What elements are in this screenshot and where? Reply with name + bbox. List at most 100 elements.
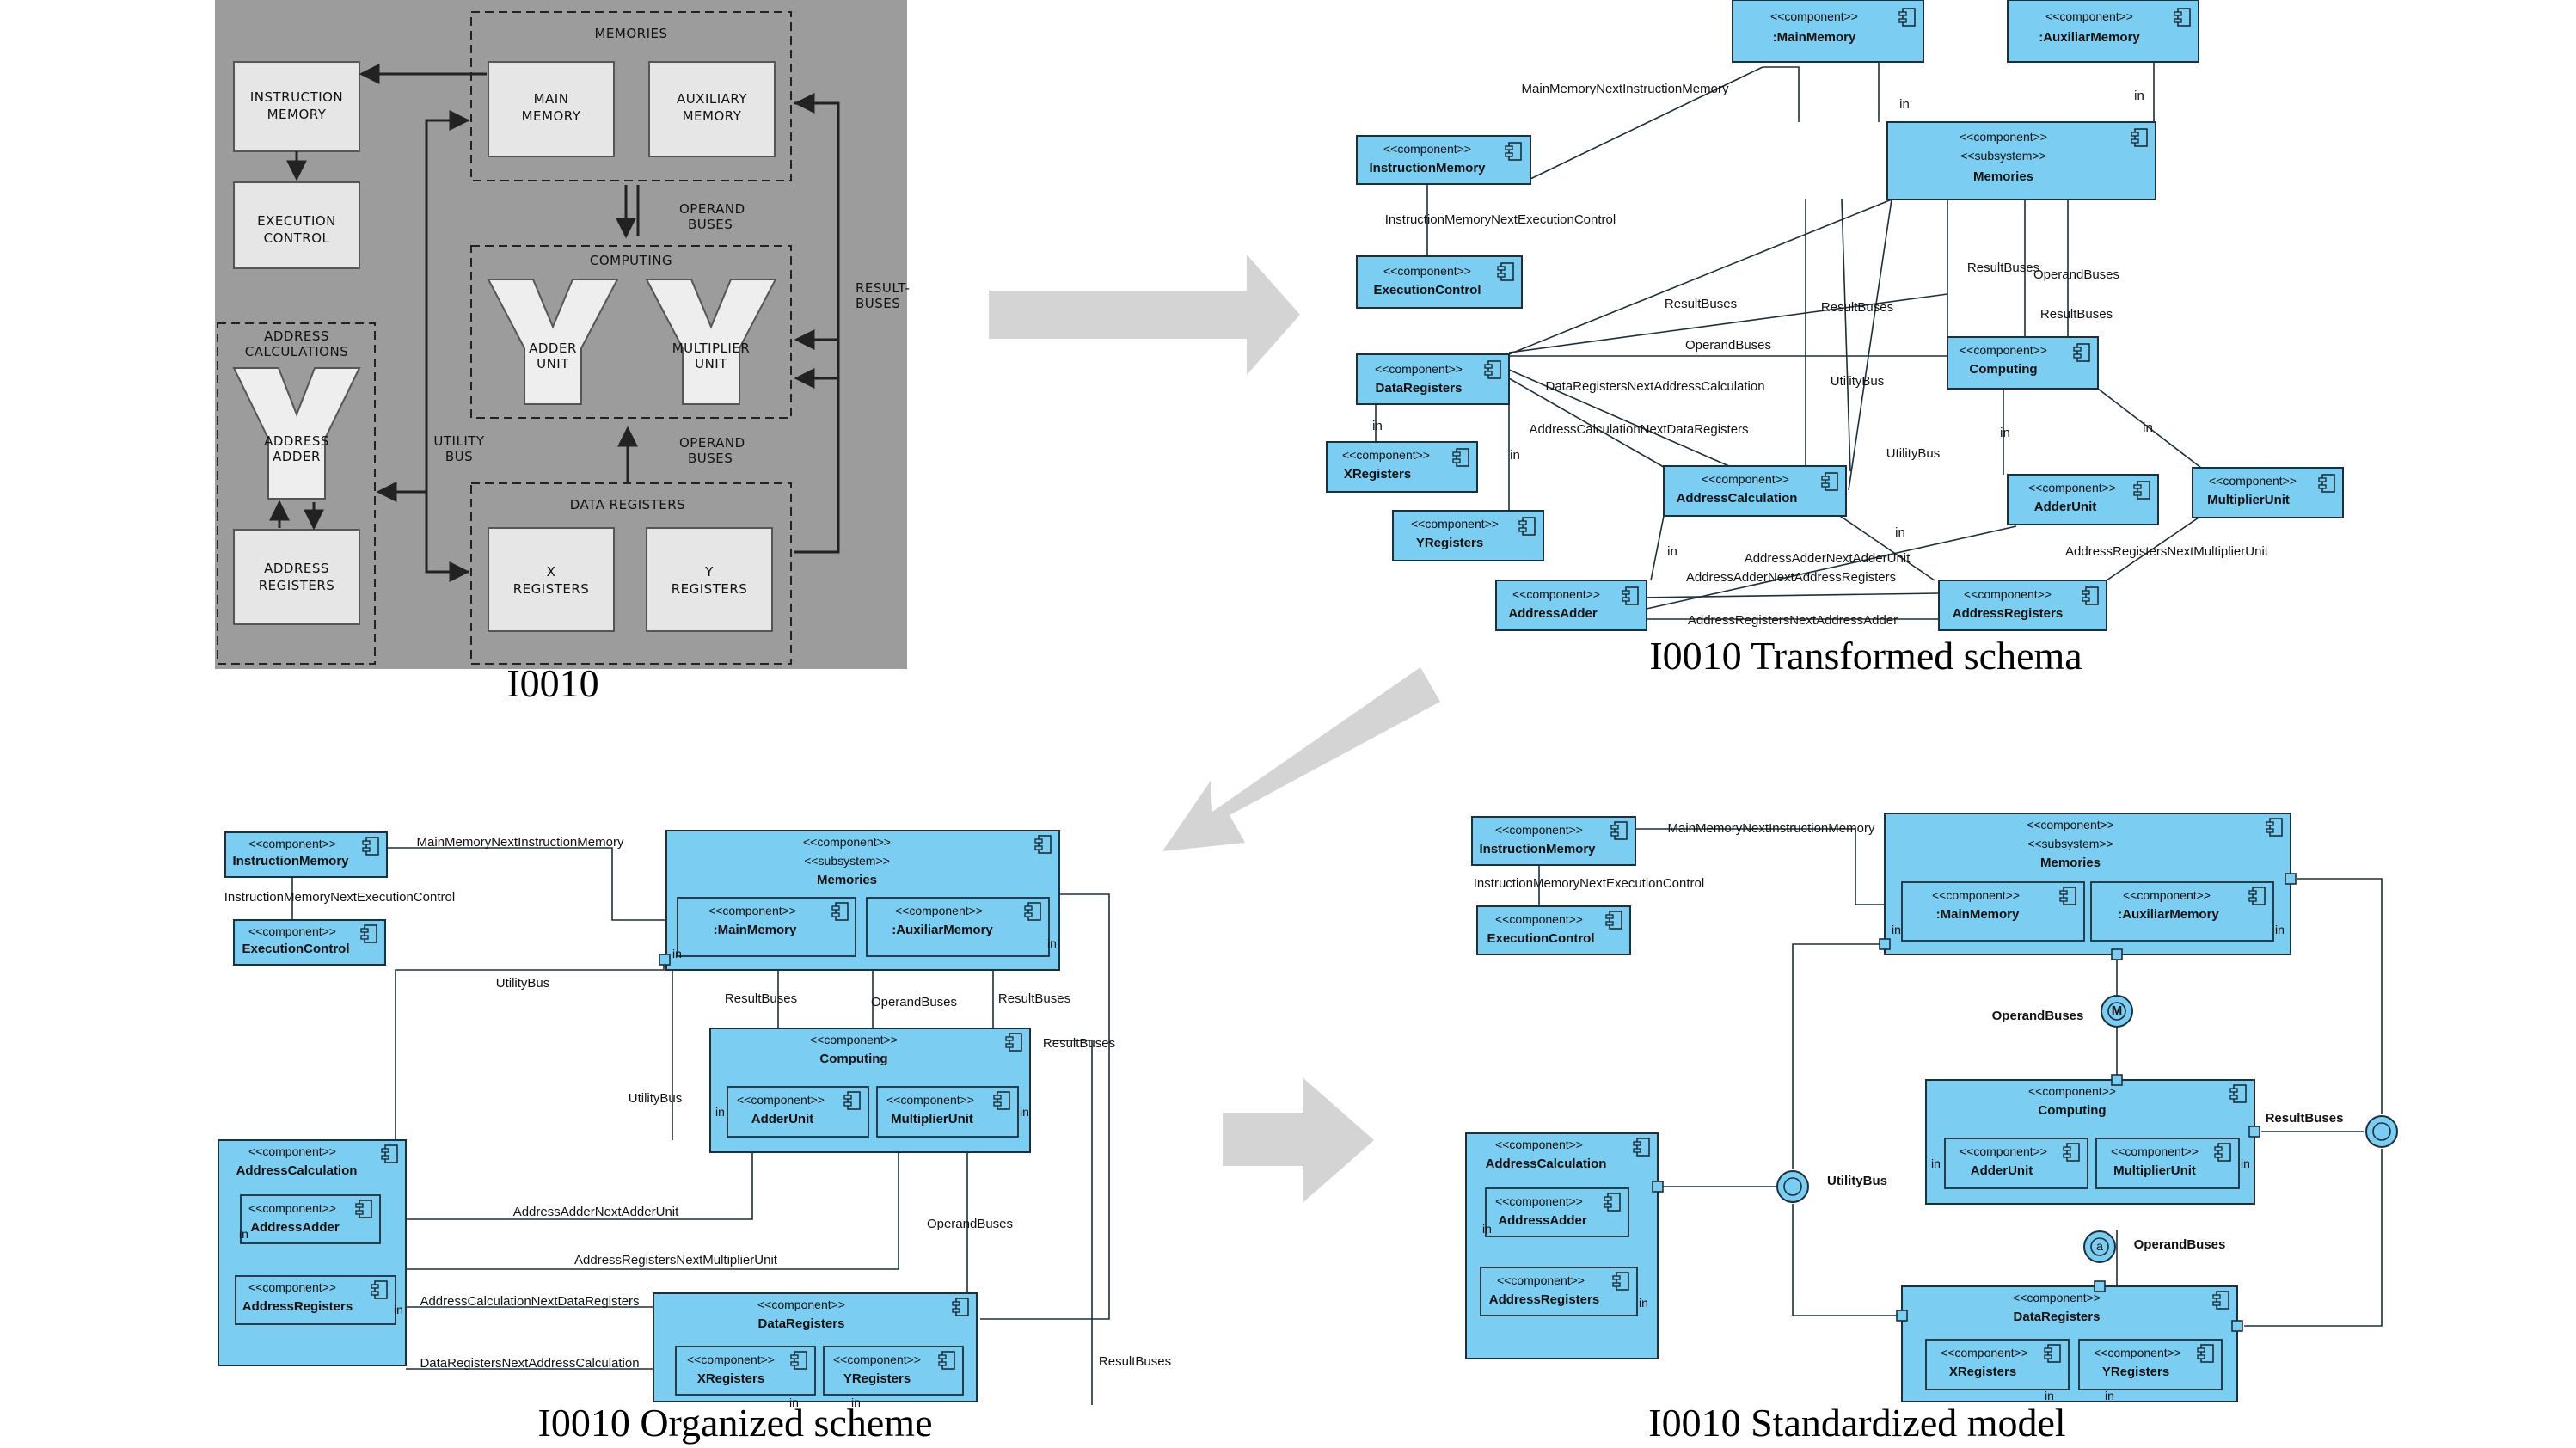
component-name: MultiplierUnit bbox=[2207, 493, 2290, 507]
tr-instruction-memory[interactable]: <<component>> InstructionMemory bbox=[1356, 135, 1531, 185]
orig-operand-buses-top-2: BUSES bbox=[688, 217, 733, 232]
orig-x-registers-2: REGISTERS bbox=[513, 581, 590, 597]
component-name: :AuxiliarMemory bbox=[2118, 907, 2219, 922]
component-name: Computing bbox=[819, 1052, 887, 1066]
std-address-calculation[interactable]: <<component>> AddressCalculation <<compo… bbox=[1465, 1132, 1664, 1359]
tr-label-in-7: in bbox=[1895, 525, 1905, 540]
component-name: :MainMemory bbox=[714, 923, 797, 937]
tr-label-in-1: in bbox=[1899, 97, 1910, 112]
stereotype-label: <<component>> bbox=[1932, 888, 2020, 902]
orig-operand-buses-top-1: OPERAND bbox=[679, 201, 745, 217]
component-name: YRegisters bbox=[1416, 536, 1483, 550]
std-in-memories-left: in bbox=[1892, 923, 1901, 936]
component-name: AddressRegisters bbox=[242, 1299, 353, 1314]
orig-multiplier-unit-2: UNIT bbox=[695, 356, 727, 371]
tr-label-in-2: in bbox=[2134, 89, 2144, 103]
tr-adder-unit[interactable]: <<component>> AdderUnit bbox=[2007, 474, 2159, 525]
std-m-marker: M bbox=[2112, 1003, 2123, 1018]
tr-label-dr-next-ac: DataRegistersNextAddressCalculation bbox=[1545, 379, 1764, 394]
organized-scheme: MainMemoryNextInstructionMemory Instruct… bbox=[218, 830, 1171, 1409]
stereotype-label: <<component>> bbox=[1342, 448, 1430, 462]
tr-memories[interactable]: <<component>> <<subsystem>> Memories bbox=[1886, 121, 2156, 200]
component-name: InstructionMemory bbox=[1479, 842, 1596, 856]
std-label-mm-next-im: MainMemoryNextInstructionMemory bbox=[1668, 821, 1875, 836]
org-label-result-buses-1: ResultBuses bbox=[725, 991, 797, 1006]
stereotype-label: <<component>> bbox=[248, 924, 336, 938]
stereotype-label: <<component>> bbox=[1495, 1194, 1583, 1208]
big-arrow-down-left bbox=[1162, 667, 1440, 851]
orig-address-calc-2: CALCULATIONS bbox=[245, 344, 348, 359]
org-in-yregisters: in bbox=[851, 1396, 861, 1409]
tr-computing[interactable]: <<component>> Computing bbox=[1947, 336, 2099, 390]
tr-label-utility-bus-2: UtilityBus bbox=[1886, 446, 1941, 461]
orig-execution-control-2: CONTROL bbox=[264, 230, 330, 246]
orig-result-buses-2: BUSES bbox=[856, 296, 900, 311]
std-instruction-memory[interactable]: <<component>> InstructionMemory bbox=[1471, 816, 1636, 866]
stereotype-label: <<component>> bbox=[886, 1093, 974, 1107]
org-label-result-buses-4: ResultBuses bbox=[1099, 1354, 1171, 1369]
std-label-utility-bus: UtilityBus bbox=[1827, 1174, 1887, 1188]
org-computing[interactable]: <<component>> Computing <<component>> Ad… bbox=[709, 1028, 1031, 1153]
component-name: AddressAdder bbox=[1498, 1213, 1587, 1228]
component-name: ExecutionControl bbox=[242, 942, 349, 956]
component-name: Memories bbox=[1973, 169, 2033, 184]
stereotype-label: <<component>> bbox=[2123, 888, 2211, 902]
std-computing[interactable]: <<component>> Computing <<component>> Ad… bbox=[1925, 1074, 2260, 1205]
org-label-operand-buses-2: OperandBuses bbox=[927, 1217, 1013, 1231]
caption-standardized: I0010 Standardized model bbox=[1648, 1401, 2065, 1445]
tr-main-memory[interactable]: <<component>> :MainMemory bbox=[1732, 0, 1924, 63]
org-label-ar-next-mu: AddressRegistersNextMultiplierUnit bbox=[574, 1253, 778, 1267]
component-name: YRegisters bbox=[843, 1371, 911, 1386]
tr-label-result-buses-3: ResultBuses bbox=[1821, 300, 1893, 315]
tr-multiplier-unit[interactable]: <<component>> MultiplierUnit bbox=[2192, 467, 2344, 518]
org-in-xregisters: in bbox=[789, 1396, 799, 1409]
std-operand-buses-interface-bottom: a bbox=[2083, 1230, 2116, 1263]
org-label-im-next-ec: InstructionMemoryNextExecutionControl bbox=[224, 890, 455, 905]
orig-address-adder-2: ADDER bbox=[273, 449, 321, 464]
stereotype-label: <<component>> bbox=[2028, 481, 2116, 494]
orig-operand-buses-bottom-1: OPERAND bbox=[679, 435, 745, 451]
org-label-utility-bus-2: UtilityBus bbox=[629, 1091, 683, 1106]
stereotype-label: <<component>> bbox=[1383, 264, 1471, 278]
component-name: :AuxiliarMemory bbox=[2039, 30, 2140, 45]
tr-execution-control[interactable]: <<component>> ExecutionControl bbox=[1356, 255, 1523, 309]
orig-adder-unit-2: UNIT bbox=[537, 356, 569, 371]
tr-xregisters[interactable]: <<component>> XRegisters bbox=[1326, 441, 1478, 493]
orig-y-registers-1: Y bbox=[704, 564, 714, 580]
tr-label-operand-buses-2: OperandBuses bbox=[1685, 338, 1771, 353]
std-utility-bus-interface bbox=[1776, 1170, 1809, 1203]
tr-address-registers[interactable]: <<component>> AddressRegisters bbox=[1938, 580, 2107, 631]
orig-instruction-memory-1: INSTRUCTION bbox=[250, 89, 343, 105]
std-label-im-next-ec: InstructionMemoryNextExecutionControl bbox=[1474, 876, 1704, 891]
tr-address-calculation[interactable]: <<component>> AddressCalculation bbox=[1663, 465, 1847, 517]
orig-multiplier-unit-1: MULTIPLIER bbox=[672, 341, 751, 356]
tr-address-adder[interactable]: <<component>> AddressAdder bbox=[1495, 580, 1647, 631]
tr-label-in-5: in bbox=[2143, 420, 2153, 435]
component-name: AdderUnit bbox=[1971, 1163, 2033, 1178]
org-memories[interactable]: <<component>> <<subsystem>> Memories <<c… bbox=[659, 830, 1060, 971]
org-in-memories-right: in bbox=[1047, 936, 1057, 950]
orig-main-memory-1: MAIN bbox=[534, 91, 569, 107]
tr-data-registers[interactable]: <<component>> DataRegisters bbox=[1356, 353, 1510, 405]
org-address-calculation[interactable]: <<component>> AddressCalculation <<compo… bbox=[218, 1139, 407, 1366]
std-in-yregisters: in bbox=[2105, 1389, 2114, 1402]
std-data-registers[interactable]: <<component>> DataRegisters <<component>… bbox=[1896, 1280, 2243, 1402]
orig-execution-control-1: EXECUTION bbox=[257, 213, 336, 229]
tr-auxiliar-memory[interactable]: <<component>> :AuxiliarMemory bbox=[2007, 0, 2199, 63]
tr-yregisters[interactable]: <<component>> YRegisters bbox=[1392, 510, 1544, 561]
org-data-registers[interactable]: <<component>> DataRegisters <<component>… bbox=[653, 1292, 978, 1409]
org-instruction-memory[interactable]: <<component>> InstructionMemory bbox=[224, 831, 388, 878]
std-execution-control[interactable]: <<component>> ExecutionControl bbox=[1476, 905, 1631, 955]
std-memories[interactable]: <<component>> <<subsystem>> Memories <<c… bbox=[1879, 813, 2297, 960]
component-name: DataRegisters bbox=[2014, 1310, 2101, 1324]
component-name: AddressRegisters bbox=[1489, 1292, 1599, 1307]
component-name: AdderUnit bbox=[751, 1112, 814, 1126]
org-label-mm-next-im: MainMemoryNextInstructionMemory bbox=[417, 835, 624, 850]
caption-organized: I0010 Organized scheme bbox=[538, 1401, 933, 1445]
component-name: AddressRegisters bbox=[1953, 606, 2063, 621]
org-execution-control[interactable]: <<component>> ExecutionControl bbox=[233, 919, 386, 966]
stereotype-label: <<subsystem>> bbox=[2027, 837, 2113, 850]
stereotype-label: <<component>> bbox=[1497, 1273, 1585, 1287]
component-name: DataRegisters bbox=[758, 1316, 845, 1331]
org-label-ac-next-dr: AddressCalculationNextDataRegisters bbox=[420, 1294, 639, 1309]
